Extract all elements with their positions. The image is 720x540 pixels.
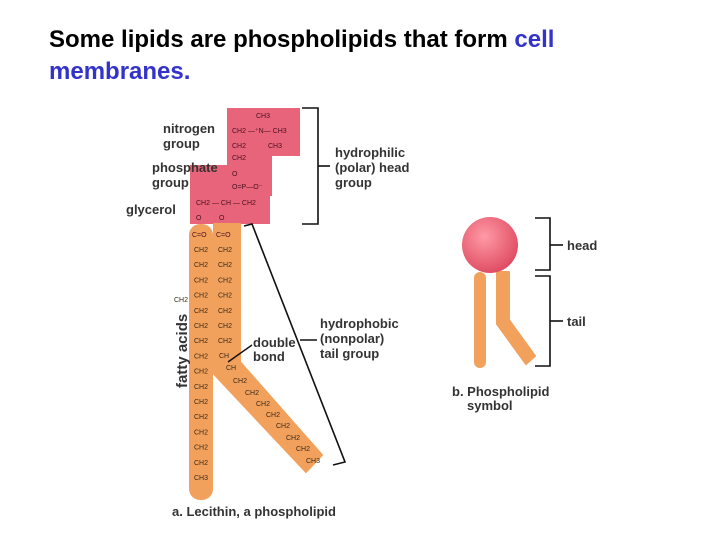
- hydrophobic-label-1: hydrophobic: [320, 316, 399, 331]
- symbol-head-bracket: [535, 217, 563, 367]
- phosphate-row: O=P—O⁻: [232, 184, 263, 191]
- chain-right-unit: CH2: [233, 378, 247, 385]
- chain-left-unit: CH3: [194, 475, 208, 482]
- chain-right-unit: CH2: [218, 293, 232, 300]
- chain-right-unit: CH2: [218, 308, 232, 315]
- double-bond-pointer: [227, 344, 253, 363]
- ch3-top: CH3: [256, 113, 270, 120]
- ch2-outside: CH2: [174, 297, 188, 304]
- chain-left-unit: CH2: [194, 338, 208, 345]
- chain-left-text: CH2CH2CH2CH2CH2CH2CH2CH2CH2CH2CH2CH2CH2C…: [194, 247, 208, 482]
- ester-right: C=O: [216, 232, 231, 239]
- chain-right-unit: CH2: [256, 401, 270, 408]
- ch3-n2: CH3: [268, 143, 282, 150]
- chain-left-unit: CH2: [194, 384, 208, 391]
- glycerol-label: glycerol: [126, 202, 176, 217]
- hydrophobic-label-3: tail group: [320, 346, 379, 361]
- caption-symbol-2: symbol: [467, 398, 513, 413]
- chain-right-unit: CH3: [306, 458, 320, 465]
- hydrophilic-label-1: hydrophilic: [335, 145, 405, 160]
- caption-symbol-1: b. Phospholipid: [452, 384, 550, 399]
- phosphate-label-2: group: [152, 175, 189, 190]
- chain-left-unit: CH2: [194, 277, 208, 284]
- chain-left-unit: CH2: [194, 414, 208, 421]
- nitrogen-label-2: group: [163, 136, 200, 151]
- chain-right-unit: CH2: [218, 277, 232, 284]
- chain-right-unit: CH: [226, 365, 236, 372]
- caption-lecithin: a. Lecithin, a phospholipid: [172, 504, 336, 519]
- nitrogen-label-1: nitrogen: [163, 121, 215, 136]
- fatty-acid-tails: [189, 223, 323, 500]
- chain-right-unit: CH2: [296, 446, 310, 453]
- chain-left-unit: CH2: [194, 323, 208, 330]
- chain-left-unit: CH2: [194, 353, 208, 360]
- chain-left-unit: CH2: [194, 369, 208, 376]
- chain-left-unit: CH2: [194, 460, 208, 467]
- chain-right-text: CH2CH2CH2CH2CH2CH2CH2CHCHCH2CH2CH2CH2CH2…: [218, 247, 320, 465]
- polar-head-block: [190, 108, 300, 224]
- chain-right-unit: CH2: [218, 247, 232, 254]
- hydrophilic-label-2: (polar) head: [335, 160, 409, 175]
- double-bond-label-1: double: [253, 335, 296, 350]
- o-2: O: [196, 215, 202, 222]
- ch2-n3: CH2: [232, 155, 246, 162]
- phosphate-label-1: phosphate: [152, 160, 218, 175]
- hydrophobic-label-2: (nonpolar): [320, 331, 384, 346]
- chain-right-unit: CH2: [218, 262, 232, 269]
- double-bond-label-2: bond: [253, 349, 285, 364]
- chain-right-unit: CH2: [218, 338, 232, 345]
- o-1: O: [232, 171, 238, 178]
- ch2-n1: CH2: [232, 143, 246, 150]
- title-accent-text: cell membranes.: [49, 26, 555, 85]
- head-label: head: [567, 238, 597, 253]
- chain-left-unit: CH2: [194, 399, 208, 406]
- glycerol-row: CH2 — CH — CH2: [196, 200, 256, 207]
- chain-left-unit: CH2: [194, 308, 208, 315]
- slide-title: Some lipids are phospholipids that form …: [49, 24, 689, 88]
- head-sphere: [462, 217, 518, 273]
- chain-right-unit: CH2: [245, 390, 259, 397]
- chain-right-unit: CH: [219, 353, 229, 360]
- ester-left: C=O: [192, 232, 207, 239]
- o-3: O: [219, 215, 225, 222]
- phospholipid-symbol: [462, 217, 536, 368]
- hydrophilic-label-3: group: [335, 175, 372, 190]
- chain-left-unit: CH2: [194, 429, 208, 436]
- chain-right-unit: CH2: [286, 435, 300, 442]
- chain-right-unit: CH2: [218, 323, 232, 330]
- chain-right-unit: CH2: [276, 423, 290, 430]
- chain-right-unit: CH2: [266, 412, 280, 419]
- tail-label: tail: [567, 314, 586, 329]
- fatty-acids-label: fatty acids: [174, 314, 191, 388]
- chain-left-unit: CH2: [194, 293, 208, 300]
- chain-left-unit: CH2: [194, 247, 208, 254]
- nitrogen-row: CH2 —⁺N— CH3: [232, 127, 287, 135]
- chain-left-unit: CH2: [194, 262, 208, 269]
- head-chem-text: CH3 CH2 —⁺N— CH3 CH2 CH3 CH2 O O=P—O⁻ CH…: [196, 113, 287, 222]
- title-text: Some lipids are phospholipids that form: [49, 26, 515, 53]
- tail-bracket: [243, 223, 347, 466]
- chain-left-unit: CH2: [194, 445, 208, 452]
- head-bracket: [302, 107, 330, 225]
